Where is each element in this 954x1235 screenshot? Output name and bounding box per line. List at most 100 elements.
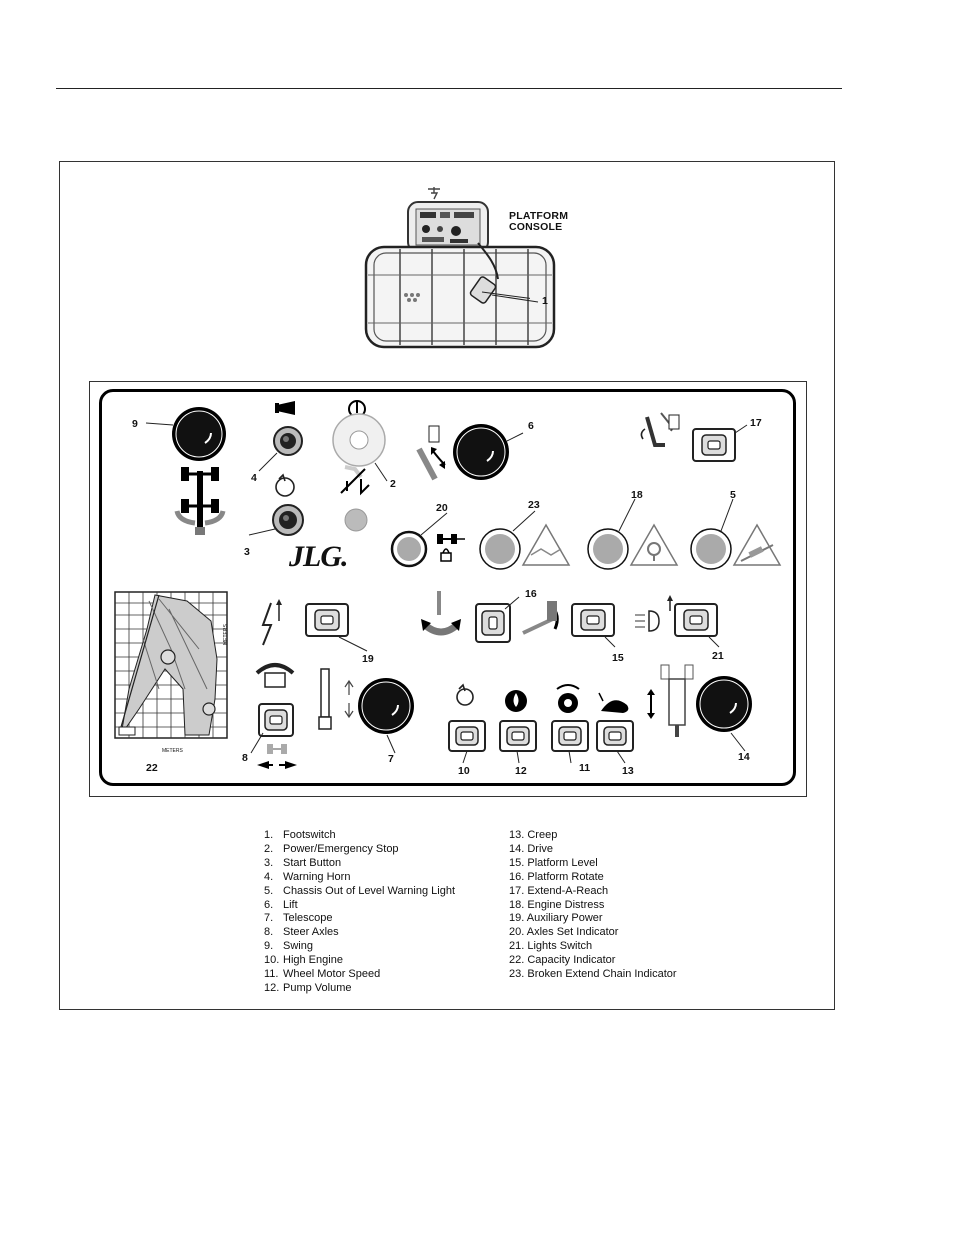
legend-item: 23. Broken Extend Chain Indicator [509,968,677,981]
callout-19: 19 [362,653,374,665]
legend-item: 19. Auxiliary Power [509,912,603,925]
jlg-logo: JLG. [289,540,348,573]
wheel-motor-speed-icon [556,684,580,713]
pump-volume-icon [505,690,527,712]
callout-8: 8 [242,752,248,764]
legend-item: 15. Platform Level [509,856,598,869]
callout-18: 18 [631,489,643,501]
drive-icon [647,664,694,737]
legend-left-column: 1.Footswitch 2.Power/Emergency Stop 3.St… [264,829,455,996]
swing-joystick[interactable] [172,407,226,461]
callout-22: 22 [146,762,158,774]
legend-item: 9.Swing [264,940,313,953]
legend-item: 14. Drive [509,842,554,855]
legend-item: 4.Warning Horn [264,870,351,883]
figure-frame [59,161,835,1010]
platform-rotate-switch[interactable] [475,603,511,643]
legend-item: 7.Telescope [264,912,333,925]
legend-item: 20. Axles Set Indicator [509,926,619,939]
telescope-joystick[interactable] [358,678,414,734]
power-indicator-light [344,508,368,532]
legend-item: 22. Capacity Indicator [509,954,616,967]
legend-right-column: 13. Creep 14. Drive 15. Platform Level 1… [509,829,677,982]
platform-rotate-icon [421,591,461,636]
engine-distress-indicator-light [587,528,629,570]
lights-switch[interactable] [674,603,718,637]
auxiliary-power-switch[interactable] [305,603,349,637]
swing-icon [174,467,226,535]
console-label-line2: CONSOLE [509,221,563,233]
callout-12: 12 [515,765,527,777]
extend-a-reach-switch[interactable] [692,428,736,462]
legend-item: 5.Chassis Out of Level Warning Light [264,884,456,897]
callout-7: 7 [388,753,394,765]
platform-level-switch[interactable] [571,603,615,637]
broken-chain-indicator-light [479,528,521,570]
steer-axles-icon [255,663,295,688]
legend-item: 18. Engine Distress [509,898,605,911]
callout-5: 5 [730,489,736,501]
engine-distress-warning-icon [629,523,679,566]
callout-23: 23 [528,499,540,511]
engine-off-icon [340,465,370,496]
platform-level-icon [522,601,559,635]
creep-icon [598,692,629,713]
lights-icon [635,595,673,632]
creep-switch[interactable] [596,720,634,752]
callout-17: 17 [750,417,762,429]
callout-10: 10 [458,765,470,777]
callout-3: 3 [244,546,250,558]
control-panel [99,389,796,786]
legend-item: 3.Start Button [264,856,342,869]
extend-a-reach-icon [640,412,680,447]
legend-item: 8.Steer Axles [264,926,339,939]
wheel-motor-speed-switch[interactable] [551,720,589,752]
platform-label-line1: PLATFORM [509,210,569,222]
lift-joystick[interactable] [453,424,509,480]
callout-21: 21 [712,650,724,662]
legend-item: 17. Extend-A-Reach [509,884,609,897]
panel-artwork [114,400,782,769]
start-button[interactable] [272,504,304,536]
chassis-level-indicator-light [690,528,732,570]
callout-4: 4 [251,472,257,484]
horn-icon [275,401,295,415]
chassis-tilt-warning-icon [732,523,782,566]
axles-set-icon [437,534,465,562]
steer-axles-switch[interactable] [258,703,294,737]
steer-direction-icon [257,744,297,769]
legend-item: 13. Creep [509,829,558,841]
callout-11: 11 [579,762,591,774]
capacity-chart [114,591,228,739]
callout-9: 9 [132,418,138,430]
horn-button[interactable] [273,426,303,456]
legend-item: 12.Pump Volume [264,981,352,994]
pump-volume-switch[interactable] [499,720,537,752]
high-engine-icon [456,683,474,706]
chart-y-axis-label: METERS [223,624,229,645]
lift-icon [416,425,446,481]
chart-x-axis-label: METERS [162,748,183,754]
footswitch-callout: 1 [542,295,549,307]
header-rule [56,88,842,89]
legend-item: 16. Platform Rotate [509,870,604,883]
legend-item: 11.Wheel Motor Speed [264,968,381,981]
legend-item: 10.High Engine [264,954,343,967]
callout-14: 14 [738,751,750,763]
callout-20: 20 [436,502,448,514]
telescope-icon [318,668,354,730]
emergency-stop-button[interactable] [332,413,386,467]
legend-item: 6.Lift [264,898,298,911]
callout-13: 13 [622,765,634,777]
callout-6: 6 [528,420,534,432]
high-engine-switch[interactable] [448,720,486,752]
platform-plan-drawing [338,185,588,355]
auxiliary-power-icon [261,599,282,646]
panel-outer-frame [89,381,807,797]
legend-item: 1.Footswitch [264,829,336,841]
broken-chain-warning-icon [521,523,571,566]
callout-2: 2 [390,478,396,490]
start-icon [275,473,295,497]
drive-joystick[interactable] [696,676,752,732]
callout-15: 15 [612,652,624,664]
